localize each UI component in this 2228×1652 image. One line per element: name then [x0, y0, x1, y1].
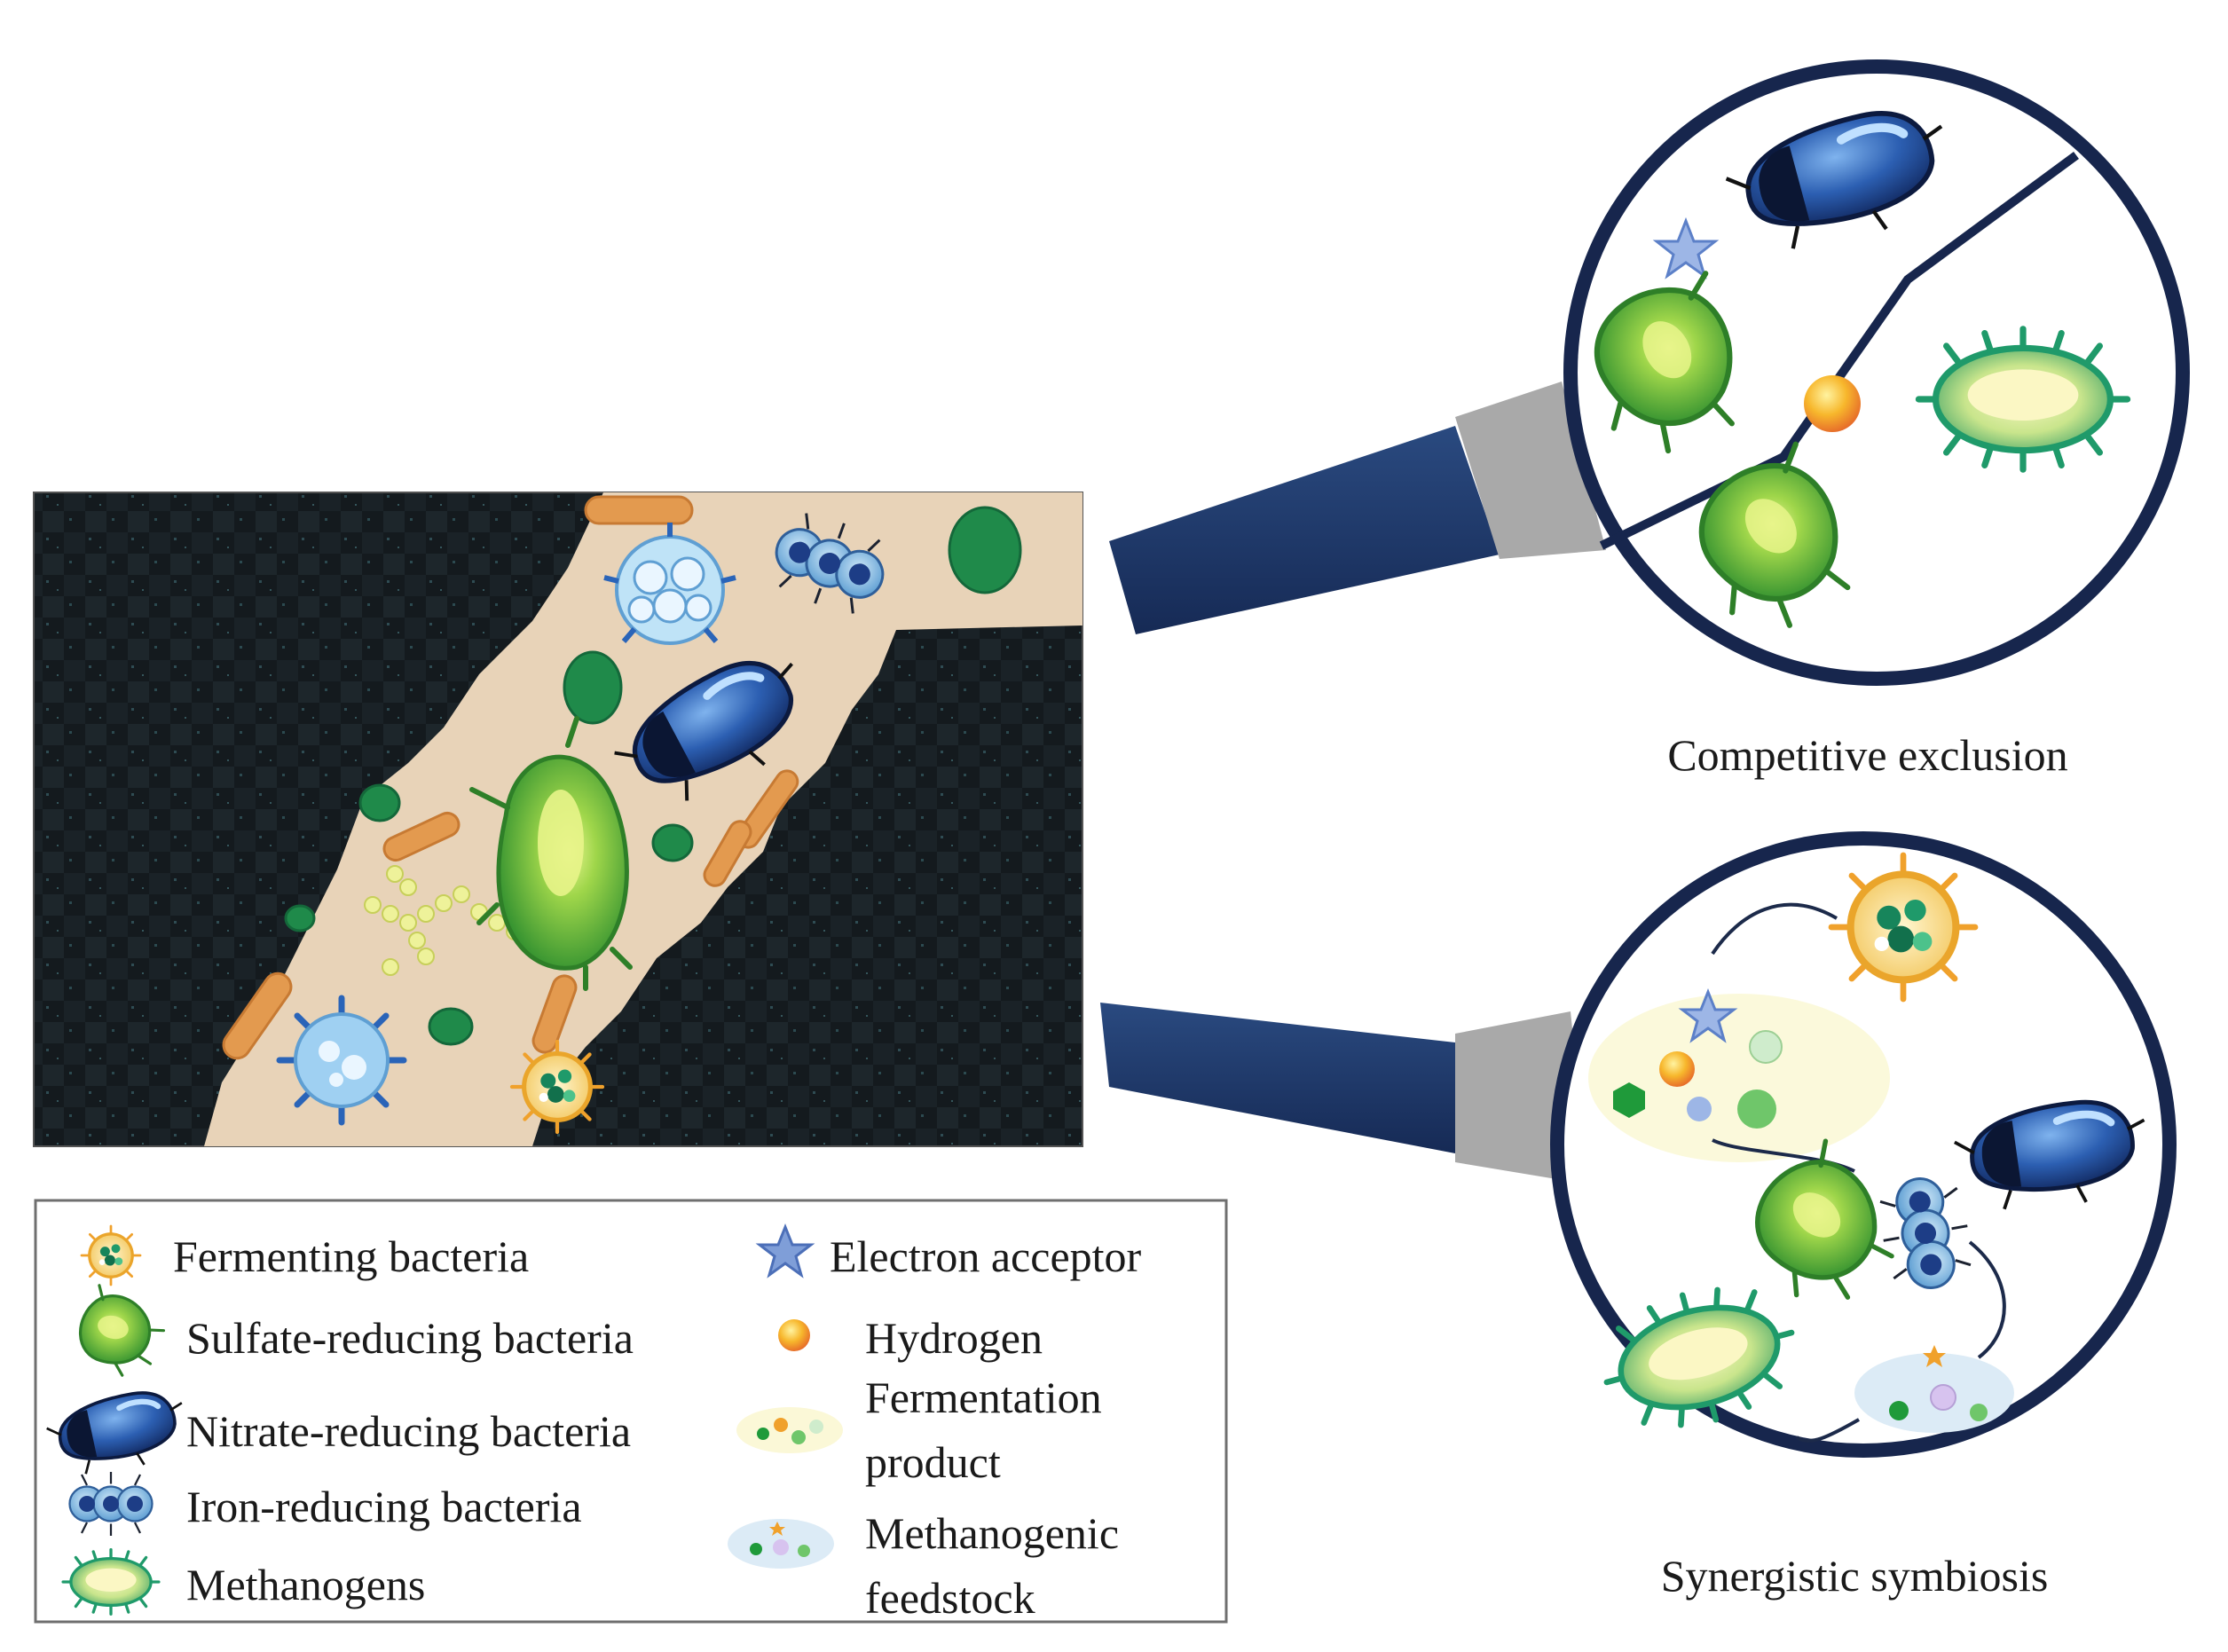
product-sphere-3: [1687, 1097, 1712, 1121]
product-sphere-2: [1737, 1090, 1776, 1129]
legend-label-methanogens: Methanogens: [186, 1560, 425, 1609]
magnifier-competitive-exclusion: [1109, 59, 2190, 686]
fermentation-product-icon: [736, 1407, 843, 1453]
fermenting-bacterium: [512, 1042, 602, 1132]
magnifier-handle-bottom: [1100, 1003, 1455, 1153]
feedstock-dot-3: [1970, 1404, 1988, 1421]
flow-arrow-4: [1795, 1418, 1860, 1443]
methanogen-top: [1918, 329, 2127, 469]
fermenting-bacterium-bottom: [1831, 855, 1975, 999]
lens-bottom: [1550, 831, 2177, 1458]
legend-label-hydrogen: Hydrogen: [865, 1313, 1043, 1363]
legend-label-iron-reducing-bacteria: Iron-reducing bacteria: [186, 1482, 582, 1531]
methanogenic-feedstock-icon: [728, 1519, 834, 1569]
legend-box: [34, 1199, 1228, 1624]
legend-label-electron-acceptor: Electron acceptor: [830, 1231, 1142, 1281]
iron-reducing-star-cell: [276, 995, 407, 1126]
hydrogen-icon: [778, 1319, 810, 1351]
legend-label-fermenting-bacteria: Fermenting bacteria: [173, 1231, 529, 1281]
flow-arrow-1: [1711, 902, 1838, 956]
magnifier-synergistic-symbiosis: [1100, 831, 2177, 1458]
methanogen-cocci-group: [284, 506, 1022, 1046]
product-hexagon: [1613, 1082, 1645, 1118]
magnifier-handle-top: [1109, 426, 1500, 634]
legend: Fermenting bacteria Sulfate-reducing bac…: [34, 1199, 1228, 1624]
fermentation-product-cloud: [1588, 994, 1890, 1162]
electron-acceptor-star: [1652, 216, 1720, 279]
sulfate-reducing-bacterium: [469, 716, 633, 991]
flow-arrow-3: [1968, 1240, 2006, 1359]
iron-reducing-cluster: [603, 523, 736, 645]
fermenting-bacteria-icon: [80, 1224, 142, 1286]
legend-label-nitrate-reducing-bacteria: Nitrate-reducing bacteria: [186, 1406, 631, 1456]
methanogens-icon: [61, 1548, 161, 1616]
pore-divider-line: [1599, 151, 2079, 550]
legend-label-sulfate-reducing-bacteria: Sulfate-reducing bacteria: [186, 1313, 634, 1363]
feedstock-dot-2: [1930, 1384, 1956, 1411]
hydrogen-small: [1659, 1051, 1695, 1087]
pore-channel: [204, 492, 1083, 1146]
electron-acceptor-icon: [755, 1223, 815, 1278]
electron-acceptor-star-bottom: [1678, 987, 1738, 1043]
legend-label-fermentation-product-line1: Fermentation: [865, 1373, 1102, 1422]
pore-space-panel: [33, 492, 1083, 1147]
hydrogen-molecule: [1804, 375, 1861, 432]
legend-label-methanogenic-feedstock-line1: Methanogenic: [865, 1508, 1119, 1558]
feedstock-dot-1: [1889, 1401, 1909, 1420]
legend-label-methanogenic-feedstock-line2: feedstock: [865, 1573, 1035, 1623]
caption-competitive-exclusion: Competitive exclusion: [1667, 730, 2067, 780]
legend-label-fermentation-product-line2: product: [865, 1437, 1001, 1487]
product-sphere-1: [1749, 1030, 1783, 1064]
rod-bacteria-group: [222, 495, 799, 1060]
caption-synergistic-symbiosis: Synergistic symbiosis: [1661, 1551, 2049, 1601]
feedstock-star: [1923, 1345, 1946, 1367]
